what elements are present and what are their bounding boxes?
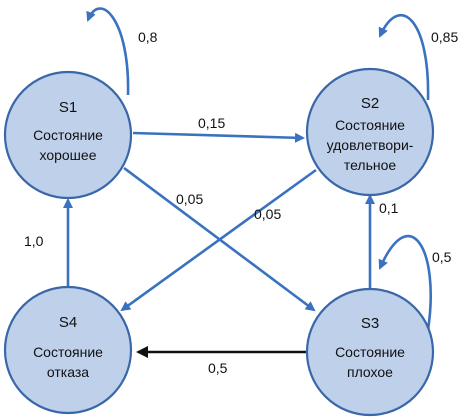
state-s3-id: S3	[361, 315, 379, 332]
prob-s1-s3: 0,05	[176, 191, 203, 207]
state-s3-line-2: плохое	[347, 364, 393, 380]
state-s2-line-1: Состояние	[335, 117, 405, 133]
state-s2-line-2: удовлетвори-	[327, 137, 414, 153]
prob-s3-s2: 0,1	[379, 200, 399, 216]
prob-s2-s4: 0,05	[254, 206, 281, 222]
prob-s3-s4: 0,5	[208, 360, 228, 376]
state-s3-line-1: Состояние	[335, 344, 405, 360]
state-s1-line-2: хорошее	[39, 147, 96, 163]
state-s4-line-1: Состояние	[33, 344, 103, 360]
edge-s2-s2	[378, 14, 430, 101]
edge-s2-s4	[120, 168, 317, 312]
state-s4: S4 Состояние отказа	[3, 285, 133, 415]
state-s4-id: S4	[59, 314, 77, 331]
state-s2-line-3: тельное	[344, 157, 397, 173]
prob-s3-s3: 0,5	[432, 249, 452, 265]
prob-s1-s1: 0,8	[138, 29, 158, 45]
edge-s3-s3	[378, 234, 432, 331]
state-s1-id: S1	[59, 99, 77, 116]
state-s2: S2 Состояние удовлетвори- тельное	[305, 67, 435, 197]
state-s1: S1 Состояние хорошее	[3, 70, 133, 200]
prob-s4-s1: 1,0	[24, 233, 44, 249]
state-s4-line-2: отказа	[47, 364, 89, 380]
state-s3: S3 Состояние плохое	[305, 287, 435, 417]
prob-s2-s2: 0,85	[431, 29, 458, 45]
edge-s1-s1	[86, 7, 130, 96]
prob-s1-s2: 0,15	[198, 115, 225, 131]
state-s1-line-1: Состояние	[33, 127, 103, 143]
state-s2-id: S2	[361, 95, 379, 112]
edge-s1-s2	[132, 131, 305, 143]
